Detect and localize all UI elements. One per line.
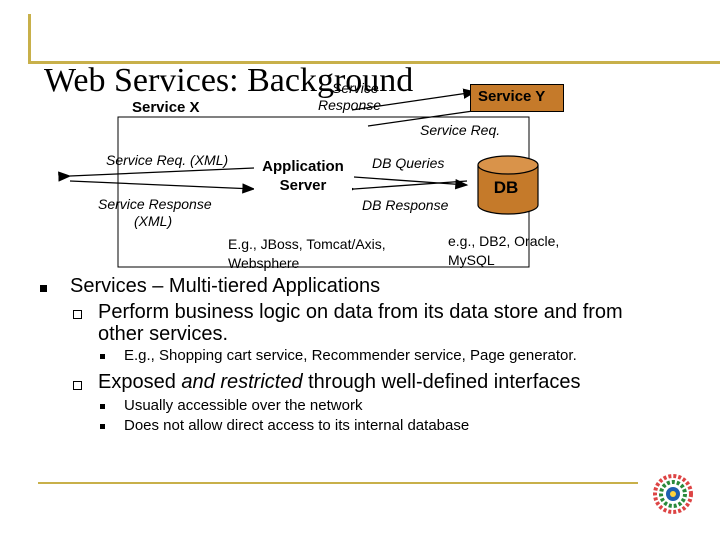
db-label: DB [493, 178, 519, 197]
application-server-line-1: Application [262, 158, 344, 175]
service-x-label: Service X [132, 99, 200, 116]
db-examples-line-2: MySQL [448, 252, 495, 268]
service-req-xml-label: Service Req. (XML) [106, 152, 229, 168]
service-req-label: Service Req. [420, 122, 501, 138]
bullet-small-square-icon [100, 404, 105, 409]
bullet-small-square-icon [100, 424, 105, 429]
bullet-l1a-line-1: Perform business logic on data from its … [98, 301, 623, 323]
bullet-l1a-i: E.g., Shopping cart service, Recommender… [124, 347, 577, 364]
service-y-label: Service Y [478, 88, 546, 105]
bullet-hollow-square-icon [73, 310, 82, 319]
application-server-line-2: Server [279, 177, 327, 194]
bullet-l1a-line-2: other services. [98, 323, 229, 345]
bullet-l1: Services – Multi-tiered Applications [70, 275, 381, 297]
application-server-box [254, 156, 352, 200]
service-response-xml-label-1: Service Response [98, 196, 212, 212]
db-queries-arrow [353, 176, 469, 190]
bottom-rule [38, 482, 638, 484]
title-underline-rule [28, 61, 720, 64]
bullet-small-square-icon [100, 354, 105, 359]
service-req-xml-arrow [58, 167, 255, 182]
db-queries-label: DB Queries [372, 155, 445, 171]
service-y-box [470, 84, 564, 112]
db-examples-line-1: e.g., DB2, Oracle, [448, 233, 560, 249]
service-req-arrow [367, 109, 481, 127]
university-logo-icon [653, 474, 693, 514]
app-examples-line-2: Websphere [228, 255, 300, 271]
bullet-l1b-em: and restricted [181, 371, 303, 393]
bullet-square-icon [40, 285, 47, 292]
bullet-l1b: Exposed and restricted through well-defi… [98, 371, 581, 394]
bullet-hollow-square-icon [73, 381, 82, 390]
bullet-l1b-post: through well-defined interfaces [302, 371, 581, 393]
application-server-label: Application Server [254, 157, 352, 195]
service-response-xml-label-2: (XML) [134, 213, 173, 229]
page-title: Web Services: Background [44, 62, 414, 99]
service-response-arrow [351, 88, 477, 111]
bullet-l1b-i: Usually accessible over the network [124, 397, 363, 414]
service-response-xml-arrow [69, 180, 256, 194]
app-examples-line-1: E.g., JBoss, Tomcat/Axis, [228, 236, 386, 252]
service-response-label-2: Response [318, 97, 382, 113]
db-response-label: DB Response [362, 197, 449, 213]
service-response-label-1: Service [332, 80, 379, 96]
top-left-vertical-rule [28, 14, 31, 64]
bullet-l1b-ii: Does not allow direct access to its inte… [124, 417, 470, 434]
db-response-arrow [341, 180, 468, 196]
bullet-l1b-pre: Exposed [98, 371, 182, 393]
database-cylinder-icon [477, 155, 539, 215]
